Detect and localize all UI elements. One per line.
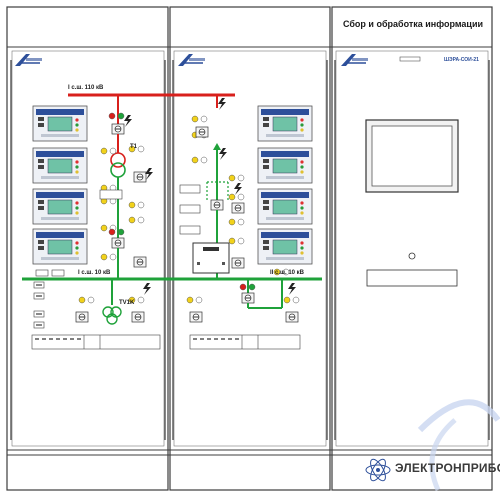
terminal-block <box>33 281 45 289</box>
breaker-switch-icon[interactable] <box>210 199 224 211</box>
watermark-brand: ЭЛЕКТРОНПРИБОР <box>395 461 500 475</box>
aux-transformer-label: TV1K <box>119 300 135 306</box>
control-switch-icon[interactable] <box>231 257 245 269</box>
brand-logo-icon <box>15 54 42 66</box>
brand-logo-icon <box>341 54 368 66</box>
control-switch-icon[interactable] <box>189 311 203 323</box>
terminal-strip <box>189 334 301 350</box>
meter-box <box>192 242 230 274</box>
terminal-strip <box>31 334 161 350</box>
control-switch-icon[interactable] <box>133 171 147 183</box>
aux-transformer-icon <box>102 306 122 325</box>
control-switch-icon[interactable] <box>131 311 145 323</box>
relay-terminal <box>257 188 313 225</box>
power-lamp-icon <box>408 252 416 260</box>
watermark-logo-icon <box>365 399 500 492</box>
bus-10kv-1-label: I с.ш. 10 кВ <box>78 270 111 276</box>
control-switch-icon[interactable] <box>133 256 147 268</box>
relay-terminal <box>32 147 88 184</box>
relay-terminal <box>257 228 313 265</box>
relay-terminal <box>257 147 313 184</box>
control-switch-icon[interactable] <box>231 202 245 214</box>
disconnector-switch-icon[interactable] <box>111 123 125 135</box>
relay-terminal <box>32 228 88 265</box>
panel3-model-label: ШЭРА-СОИ-21 <box>444 57 479 63</box>
terminal-block <box>33 292 45 300</box>
terminal-block <box>33 310 45 318</box>
bus-10kv-2-label: II с.ш. 10 кВ <box>270 270 305 276</box>
control-switch-icon[interactable] <box>195 126 209 138</box>
relay-terminal <box>32 105 88 142</box>
transformer-label: T1 <box>130 144 138 150</box>
breaker-switch-icon[interactable] <box>111 237 125 249</box>
relay-terminal <box>32 188 88 225</box>
hmi-touch-screen[interactable] <box>365 119 459 193</box>
relay-terminal <box>257 105 313 142</box>
brand-logo-icon <box>178 54 205 66</box>
bus-110kv-label: I с.ш. 110 кВ <box>68 85 104 91</box>
document-pocket <box>366 269 458 287</box>
panel3-title: Сбор и обработка информации <box>342 19 484 29</box>
control-switch-icon[interactable] <box>75 311 89 323</box>
terminal-block <box>33 321 45 329</box>
control-switch-icon[interactable] <box>285 311 299 323</box>
breaker-switch-icon[interactable] <box>241 292 255 304</box>
